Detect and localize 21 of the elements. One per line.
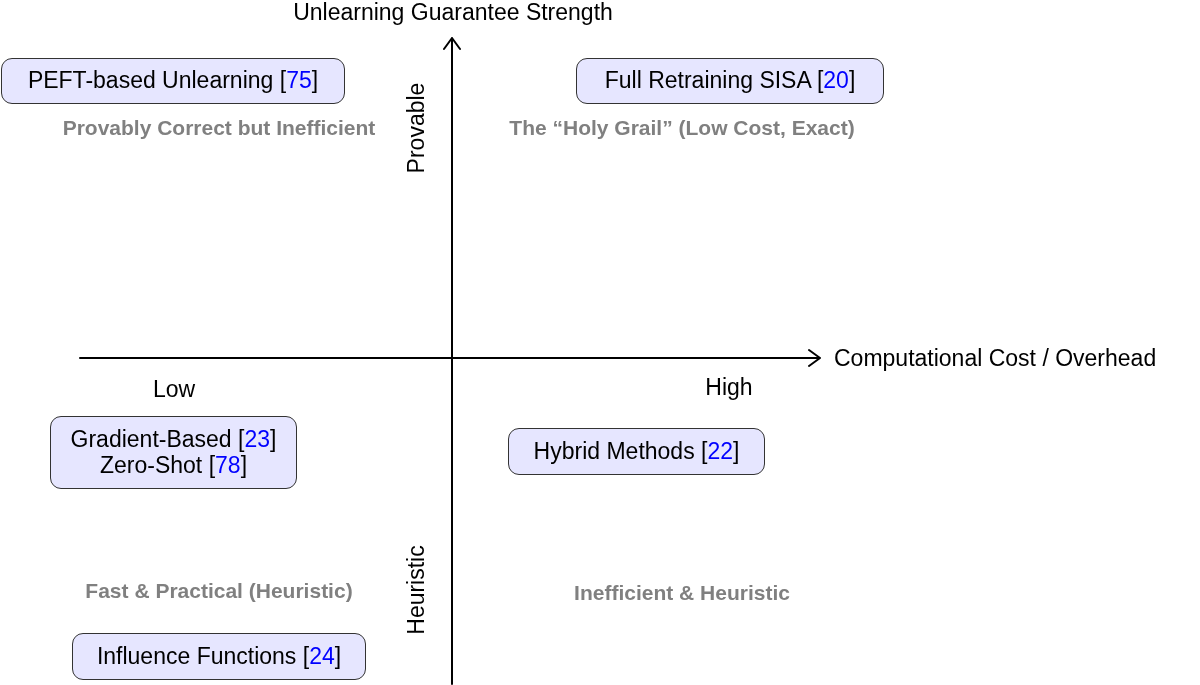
- quadrant-caption: Fast & Practical (Heuristic): [85, 578, 353, 604]
- method-label: Influence Functions [24]: [96, 643, 342, 670]
- axis-end-label: Provable: [402, 82, 430, 174]
- axis-tick-label: High: [705, 373, 753, 401]
- method-label: Gradient-Based [23]: [70, 426, 277, 453]
- method-box: [576, 58, 884, 104]
- axis-title: Computational Cost / Overhead: [834, 344, 1157, 372]
- method-box: [72, 633, 366, 680]
- method-box: [1, 58, 345, 104]
- axis-end-label: Heuristic: [402, 545, 430, 635]
- method-label: Zero-Shot [78]: [100, 452, 247, 479]
- quadrant-caption: The “Holy Grail” (Low Cost, Exact): [509, 115, 855, 141]
- axis-title: Unlearning Guarantee Strength: [293, 0, 613, 26]
- quadrant-caption: Inefficient & Heuristic: [574, 580, 790, 606]
- method-label: Hybrid Methods [22]: [533, 438, 740, 465]
- axis-tick-label: Low: [152, 375, 196, 403]
- method-label: PEFT-based Unlearning [75]: [27, 68, 319, 94]
- method-box: [508, 428, 765, 475]
- quadrant-caption: Provably Correct but Inefficient: [62, 115, 376, 141]
- method-box: [50, 416, 297, 489]
- method-label: Full Retraining SISA [20]: [604, 68, 856, 94]
